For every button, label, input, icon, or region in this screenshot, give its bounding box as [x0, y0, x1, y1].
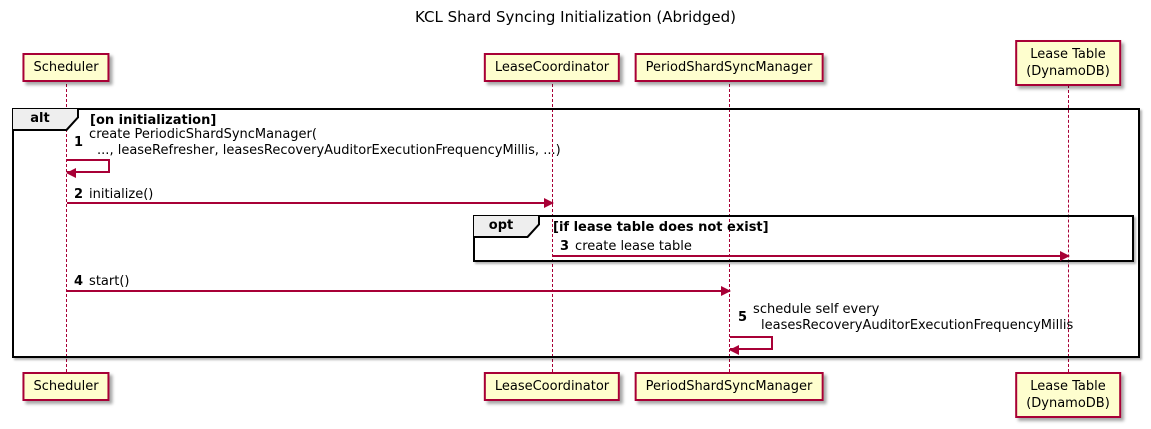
arrowhead-right-icon: [721, 286, 731, 296]
participant-label: PeriodShardSyncManager: [645, 379, 813, 394]
participant-scheduler-top: Scheduler: [22, 53, 110, 82]
diagram-title: KCL Shard Syncing Initialization (Abridg…: [415, 8, 736, 26]
lifeline-leasecoordinator: [552, 84, 553, 372]
opt-operator-text: opt: [488, 218, 514, 233]
alt-frame-guard: [on initialization]: [90, 113, 217, 128]
participant-leasecoordinator-bottom: LeaseCoordinator: [483, 372, 621, 401]
participant-lease-table-top: Lease Table (DynamoDB): [1015, 40, 1121, 86]
participant-label: Scheduler: [33, 60, 99, 75]
message-1: 1 create PeriodicShardSyncManager( ..., …: [74, 127, 561, 159]
participant-label: Scheduler: [33, 379, 99, 394]
message-1-number: 1: [74, 135, 84, 150]
lifeline-lease-table: [1068, 85, 1069, 372]
message-4: 4 start(): [74, 274, 129, 290]
opt-frame-operator-label: opt: [474, 216, 540, 238]
message-3-arrow: [553, 251, 1070, 261]
lifeline-periodshardsyncmanager: [729, 84, 730, 372]
opt-frame-guard: [if lease table does not exist]: [553, 220, 769, 235]
message-4-arrow: [67, 286, 731, 296]
message-2-arrow: [67, 198, 554, 208]
participant-label-line2: (DynamoDB): [1026, 64, 1110, 79]
message-5-text: schedule self every leasesRecoveryAudito…: [753, 302, 1074, 333]
participant-periodshardsyncmanager-top: PeriodShardSyncManager: [634, 53, 824, 82]
message-1-text: create PeriodicShardSyncManager( ..., le…: [89, 127, 561, 158]
participant-label: LeaseCoordinator: [494, 60, 610, 75]
participant-label-line1: Lease Table: [1030, 379, 1106, 394]
message-2: 2 initialize(): [74, 187, 153, 203]
arrowhead-left-icon: [729, 345, 739, 355]
alt-frame: alt [on initialization]: [12, 108, 1140, 358]
message-5: 5 schedule self every leasesRecoveryAudi…: [738, 302, 1073, 334]
arrowhead-right-icon: [1060, 251, 1070, 261]
participant-label: PeriodShardSyncManager: [645, 60, 813, 75]
frame-label-shape-fill: [13, 109, 77, 129]
participant-leasecoordinator-top: LeaseCoordinator: [483, 53, 621, 82]
message-3: 3 create lease table: [560, 239, 692, 255]
arrowhead-right-icon: [544, 198, 554, 208]
opt-frame: opt [if lease table does not exist]: [473, 215, 1134, 262]
message-4-text: start(): [89, 274, 130, 289]
message-2-text: initialize(): [89, 187, 154, 202]
message-5-number: 5: [738, 310, 748, 325]
message-3-number: 3: [560, 239, 570, 254]
participant-label-line1: Lease Table: [1030, 47, 1106, 62]
alt-operator-text: alt: [30, 111, 50, 126]
participant-label: LeaseCoordinator: [494, 379, 610, 394]
message-4-number: 4: [74, 274, 84, 289]
lifeline-scheduler: [66, 84, 67, 372]
alt-frame-operator-label: alt: [13, 109, 79, 131]
message-3-text: create lease table: [575, 239, 692, 254]
message-1-self-arrow: [66, 159, 110, 178]
message-2-number: 2: [74, 187, 84, 202]
participant-label-line2: (DynamoDB): [1026, 396, 1110, 411]
participant-periodshardsyncmanager-bottom: PeriodShardSyncManager: [634, 372, 824, 401]
participant-lease-table-bottom: Lease Table (DynamoDB): [1015, 372, 1121, 418]
frame-label-shape-fill: [474, 216, 538, 236]
arrowhead-left-icon: [66, 168, 76, 178]
participant-scheduler-bottom: Scheduler: [22, 372, 110, 401]
message-5-self-arrow: [729, 336, 773, 355]
